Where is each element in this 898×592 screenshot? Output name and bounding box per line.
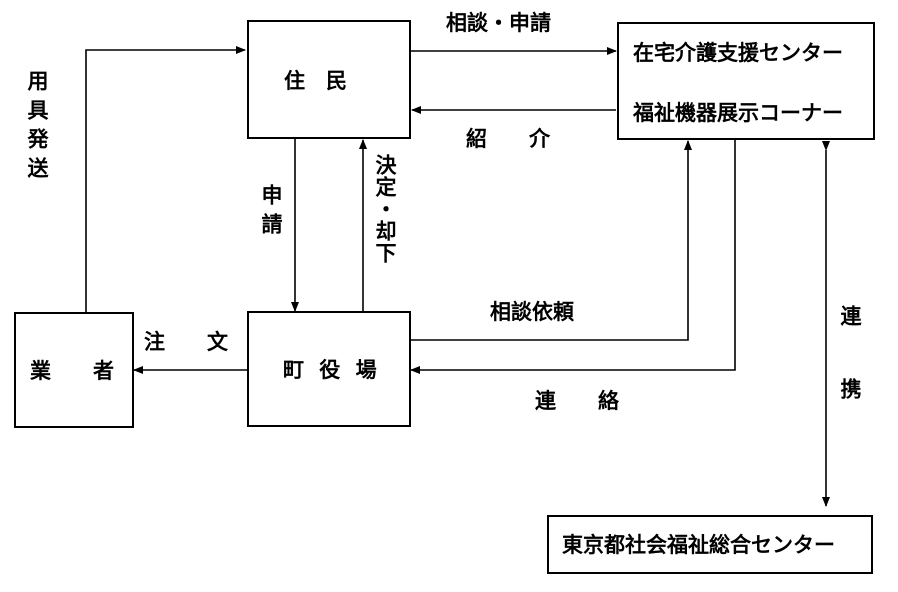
vendor-label: 業 者 <box>30 359 114 383</box>
vendor-box: 業 者 <box>14 312 134 428</box>
arrow-contact <box>410 139 736 374</box>
support-center-box: 在宅介護支援センター 福祉機器展示コーナー <box>617 22 875 140</box>
label-ship: 用具発送 <box>25 70 49 186</box>
tokyo-center-box: 東京都社会福祉総合センター <box>547 515 873 574</box>
support-center-line1: 在宅介護支援センター <box>633 41 843 65</box>
label-introduce: 紹 介 <box>466 127 550 151</box>
label-decide-reject: 決定・却下 <box>373 154 397 264</box>
label-consult-apply: 相談・申請 <box>446 11 551 35</box>
town-hall-box: 町 役 場 <box>247 311 411 427</box>
support-center-line2: 福祉機器展示コーナー <box>633 101 843 125</box>
residents-label: 住 民 <box>284 69 347 93</box>
label-apply: 申請 <box>259 184 283 242</box>
arrow-ship <box>85 46 246 312</box>
tokyo-center-label: 東京都社会福祉総合センター <box>562 533 835 557</box>
residents-box: 住 民 <box>247 20 411 139</box>
label-contact: 連 絡 <box>535 389 619 413</box>
label-consult-request: 相談依頼 <box>490 300 574 324</box>
arrow-consult-request <box>410 140 692 341</box>
label-order: 注 文 <box>144 330 228 354</box>
label-cooperate: 連携 <box>838 305 862 451</box>
town-hall-label: 町 役 場 <box>283 358 381 382</box>
